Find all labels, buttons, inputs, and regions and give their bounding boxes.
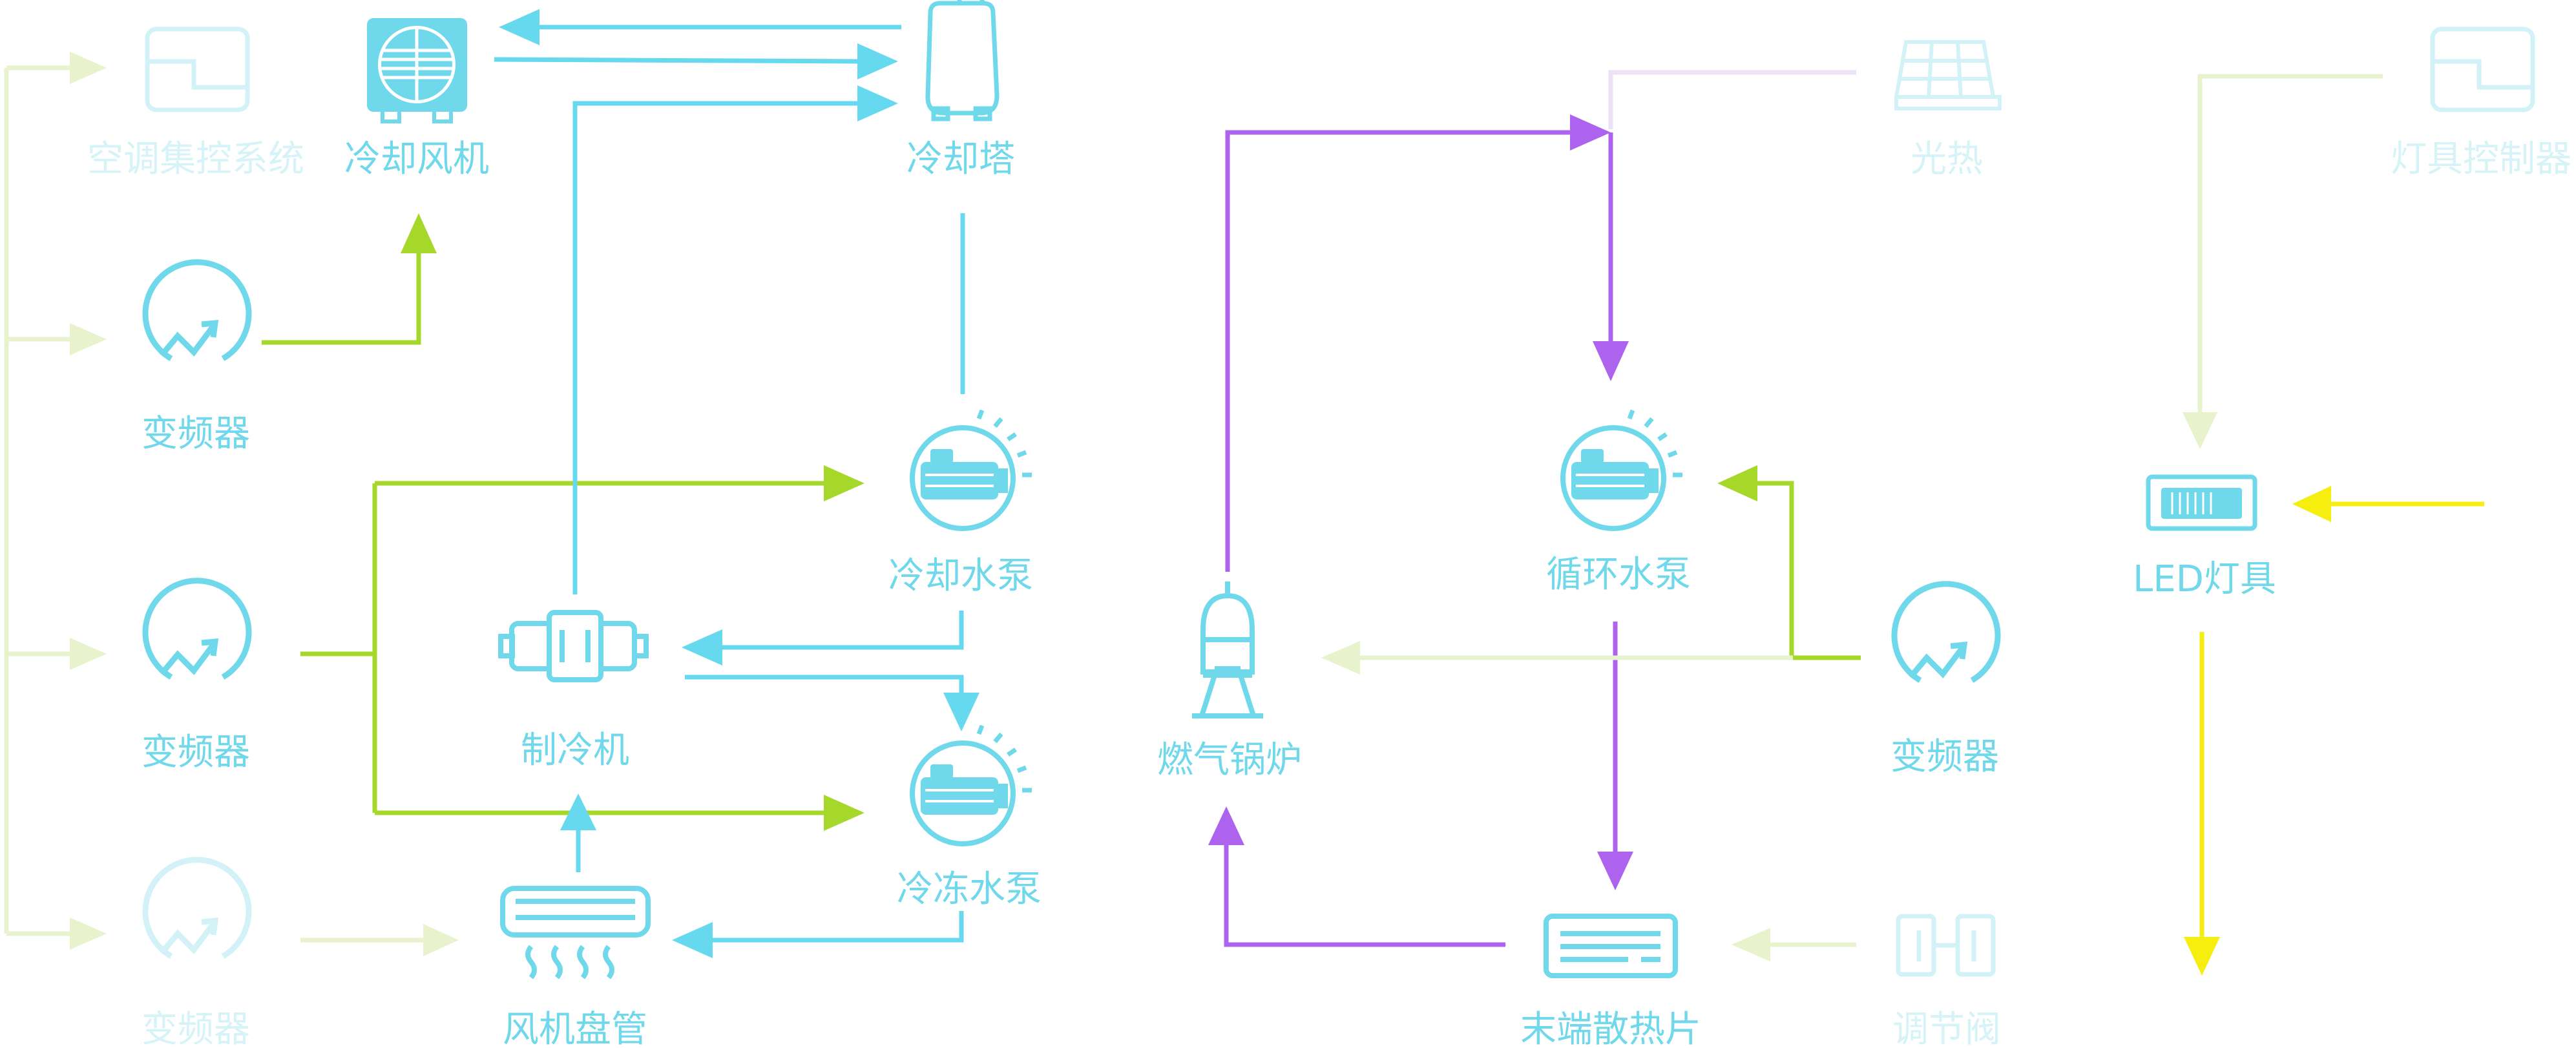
node-vfd-2: [142, 578, 252, 680]
gauge-trend-icon: [142, 259, 252, 361]
line-vfd4-circ: [1754, 481, 1861, 660]
water-pump-icon: [910, 724, 1032, 846]
gauge-trend-icon: [142, 857, 252, 959]
label-cooling-tower: 冷却塔: [906, 138, 1015, 180]
connections: [4, 9, 2484, 976]
led-light-icon: [2146, 474, 2257, 531]
label-led-light: LED灯具: [2133, 558, 2276, 600]
valve-icon: [1896, 914, 1996, 977]
line-chiller-to-chilled-pump: [685, 675, 964, 695]
water-pump-icon: [1560, 409, 1682, 531]
node-vfd-4: [1891, 581, 2001, 683]
labels: 空调集控系统 冷却风机 冷却塔 变频器 变频器 变频器 变频器 冷却水泵 制冷机…: [87, 138, 2571, 1048]
node-solar-thermal: [1894, 40, 2002, 110]
cooling-tower-icon: [925, 0, 1000, 121]
node-led-light: [2146, 474, 2257, 531]
controller-panel-icon: [2430, 26, 2535, 112]
line-chiller-to-tower: [572, 101, 859, 594]
line-controller-led: [2197, 74, 2383, 414]
label-light-control: 灯具控制器: [2391, 138, 2571, 180]
node-valve: [1896, 914, 1996, 977]
label-chiller: 制冷机: [521, 729, 629, 771]
label-chilled-pump: 冷冻水泵: [897, 868, 1042, 910]
label-ac-control: 空调集控系统: [87, 138, 304, 180]
control-bus-left: [4, 65, 430, 943]
line-solar: [1608, 70, 1856, 129]
node-vfd-3: [142, 857, 252, 959]
air-conditioner-icon: [500, 886, 651, 980]
control-bus-arrows: [70, 52, 459, 956]
node-cooling-tower: [925, 0, 1000, 121]
line-radiator-to-boiler: [1224, 843, 1505, 947]
water-pump-icon: [910, 409, 1032, 531]
line-vfd1-fan: [262, 246, 421, 345]
gauge-trend-icon: [142, 578, 252, 680]
label-radiator: 末端散热片: [1520, 1009, 1701, 1048]
node-fan-coil: [500, 886, 651, 980]
line-fan-to-tower: [494, 57, 860, 64]
label-cooling-pump: 冷却水泵: [888, 555, 1033, 597]
label-fan-coil: 风机盘管: [503, 1009, 647, 1048]
label-vfd-4: 变频器: [1890, 736, 1999, 778]
node-light-control: [2430, 26, 2535, 112]
label-cooling-fan: 冷却风机: [344, 138, 489, 180]
node-vfd-1: [142, 259, 252, 361]
node-gas-boiler: [1192, 582, 1263, 718]
gauge-trend-icon: [1891, 581, 2001, 683]
label-vfd-1: 变频器: [141, 413, 250, 455]
label-gas-boiler: 燃气锅炉: [1157, 739, 1302, 781]
node-cooling-fan: [367, 18, 467, 123]
line-chilled-pump-to-coil: [711, 911, 964, 943]
line-boiler-to-circ: [1225, 130, 1573, 572]
fan-unit-icon: [367, 18, 467, 123]
solar-panel-icon: [1894, 40, 2002, 110]
radiator-icon: [1544, 914, 1678, 978]
label-solar-thermal: 光热: [1911, 138, 1983, 180]
boiler-icon: [1192, 582, 1263, 718]
node-chiller: [498, 610, 649, 682]
label-circ-pump: 循环水泵: [1546, 554, 1691, 596]
node-circ-pump: [1560, 409, 1682, 531]
controller-panel-icon: [145, 26, 250, 112]
node-ac-control: [145, 26, 250, 112]
chiller-icon: [498, 610, 649, 682]
label-vfd-2: 变频器: [141, 731, 250, 773]
node-chilled-pump: [910, 724, 1032, 846]
label-valve: 调节阀: [1892, 1009, 2001, 1048]
node-cooling-pump: [910, 409, 1032, 531]
line-pump-to-chiller: [720, 611, 964, 650]
node-radiator: [1544, 914, 1678, 978]
label-vfd-3: 变频器: [141, 1009, 250, 1048]
